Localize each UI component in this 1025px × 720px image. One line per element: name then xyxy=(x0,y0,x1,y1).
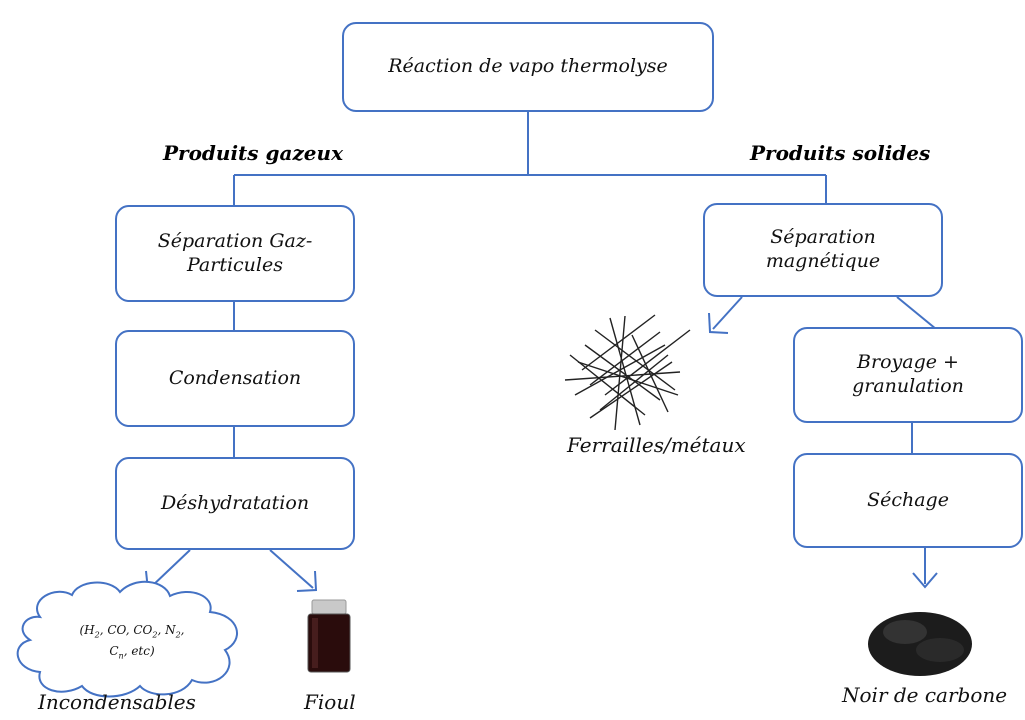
box-condensation: Condensation xyxy=(115,330,355,427)
box-deshydratation: Déshydratation xyxy=(115,457,355,550)
box-separation-magnetique: Séparation magnétique xyxy=(703,203,943,297)
box-separation-gaz: Séparation Gaz-Particules xyxy=(115,205,355,302)
header-produits-solides: Produits solides xyxy=(750,141,931,165)
cloud-gas-list: (H2, CO, CO2, N2, Cn, etc) xyxy=(79,623,185,661)
caption-incondensables: Incondensables xyxy=(38,690,196,714)
box-sechage: Séchage xyxy=(793,453,1023,548)
fioul-bottle xyxy=(307,599,351,673)
header-produits-gazeux: Produits gazeux xyxy=(163,141,343,165)
box-broyage: Broyage + granulation xyxy=(793,327,1023,423)
box-vapo-thermolyse: Réaction de vapo thermolyse xyxy=(342,22,714,112)
caption-ferrailles: Ferrailles/métaux xyxy=(567,433,746,457)
cloud-shape xyxy=(16,580,238,698)
scrap-metal-image xyxy=(564,314,691,431)
caption-fioul: Fioul xyxy=(304,690,356,714)
carbon-black-image xyxy=(868,612,972,676)
caption-noir-de-carbone: Noir de carbone xyxy=(842,683,1008,707)
